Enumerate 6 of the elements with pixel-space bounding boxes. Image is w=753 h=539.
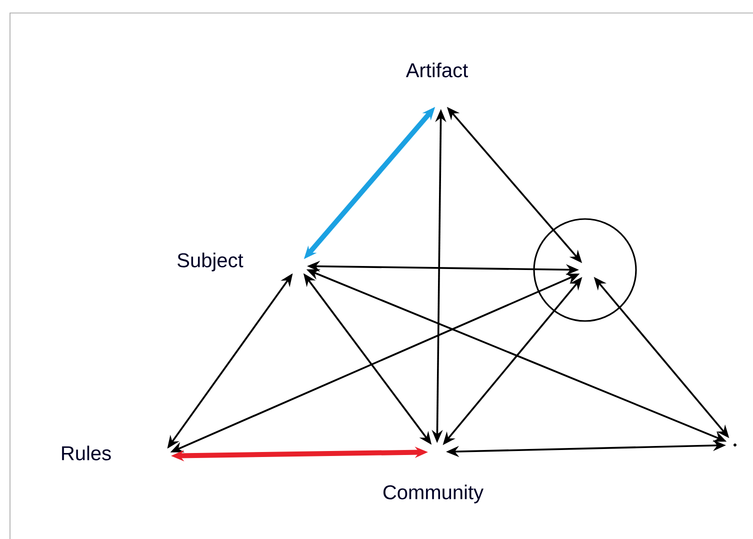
node-label: Rules xyxy=(62,446,111,460)
meeting-point xyxy=(734,444,736,446)
node-label: Subject xyxy=(178,252,244,272)
node-label: Artifact xyxy=(406,62,468,78)
object-circle xyxy=(533,218,637,322)
node-label: Community xyxy=(383,484,484,504)
